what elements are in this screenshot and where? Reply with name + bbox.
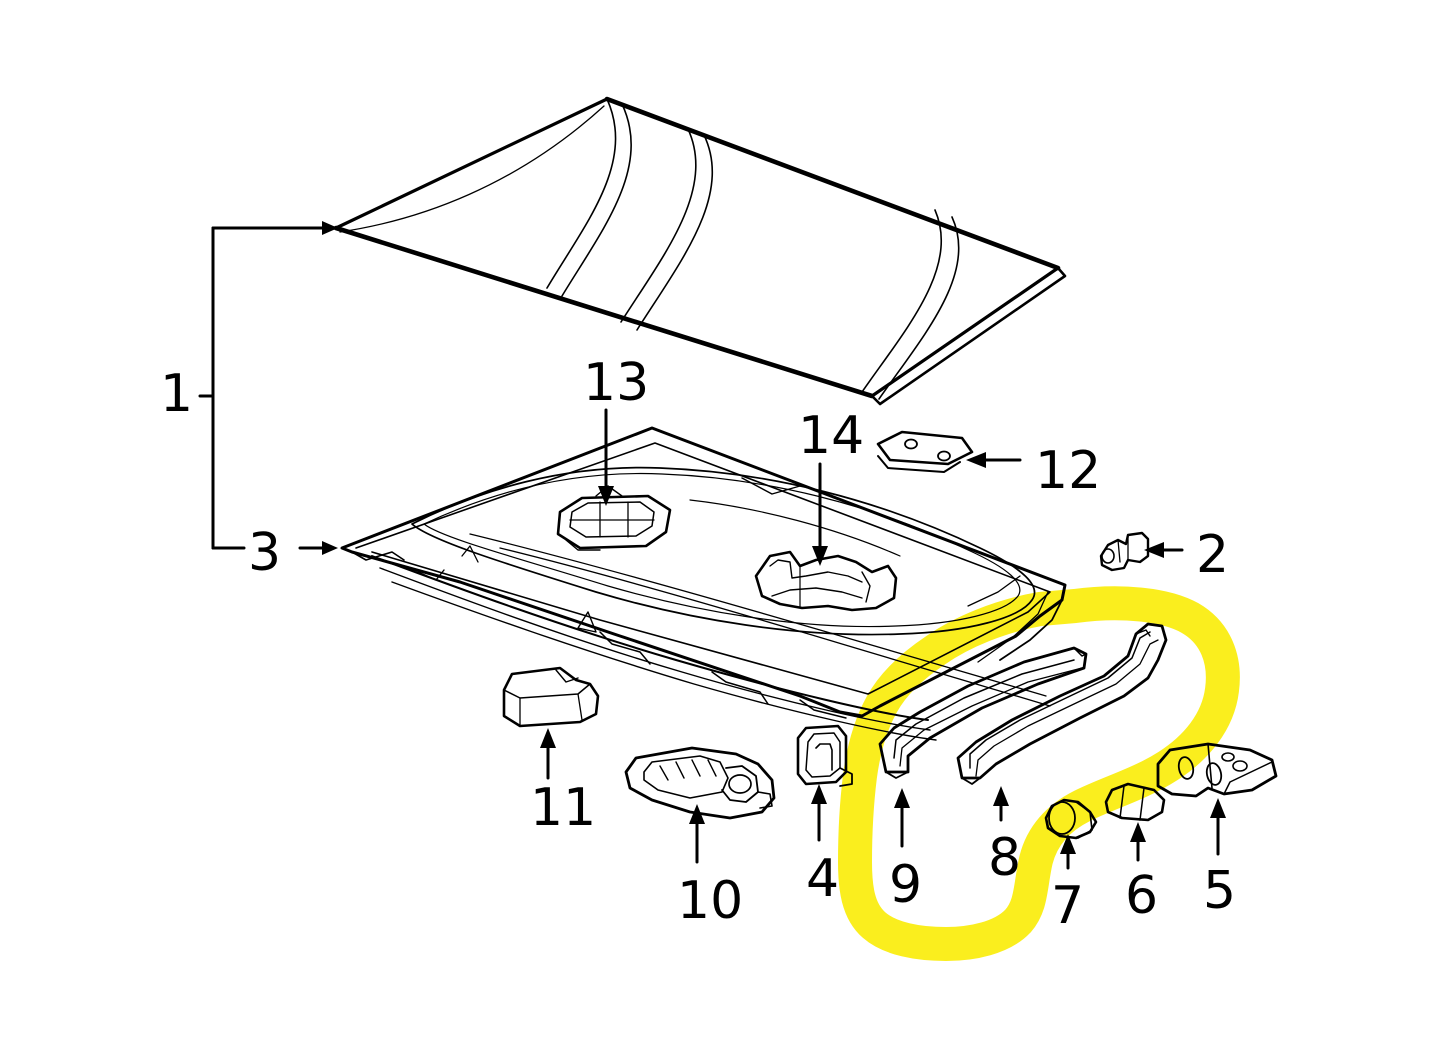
- callout-pointer-7: [1060, 834, 1076, 870]
- callout-label-7[interactable]: 7: [1051, 876, 1085, 936]
- callout-pointer-5: [1210, 798, 1226, 856]
- part-sun-visor-support: [502, 666, 600, 728]
- callout-pointer-9: [894, 788, 910, 848]
- callout-label-1[interactable]: 1: [160, 364, 194, 424]
- callout-pointer-12: [966, 452, 1022, 468]
- part-roof-panel: [333, 96, 1067, 406]
- part-bracket-retainer: [754, 550, 898, 612]
- callout-pointer-4: [811, 784, 827, 842]
- part-mounting-bracket: [1156, 742, 1278, 798]
- callout-label-5[interactable]: 5: [1203, 861, 1237, 921]
- callout-pointer-11: [540, 728, 556, 780]
- part-assist-grab-handle: [624, 746, 776, 820]
- callout-label-3[interactable]: 3: [248, 523, 282, 583]
- callout-label-13[interactable]: 13: [583, 353, 650, 413]
- callout-label-9[interactable]: 9: [889, 855, 923, 915]
- callout-label-4[interactable]: 4: [806, 849, 840, 909]
- part-roof-rail-molding-outer: [878, 646, 1088, 779]
- callout-pointer-6: [1130, 822, 1146, 862]
- callout-label-12[interactable]: 12: [1035, 441, 1102, 501]
- callout-label-10[interactable]: 10: [677, 871, 744, 931]
- callout-label-14[interactable]: 14: [798, 406, 865, 466]
- part-roof-rail-molding-inner: [956, 622, 1168, 785]
- callout-pointer-14: [812, 462, 828, 566]
- callout-label-6[interactable]: 6: [1125, 866, 1159, 926]
- callout-pointer-13: [598, 408, 614, 506]
- part-dome-lamp-housing: [556, 485, 672, 551]
- part-trim-clip: [1104, 782, 1166, 822]
- part-retainer-clip: [1099, 531, 1150, 572]
- callout-pointer-2: [1144, 542, 1184, 558]
- part-reinforcement-plate: [876, 430, 974, 473]
- callout-label-8[interactable]: 8: [988, 828, 1022, 888]
- callout-label-2[interactable]: 2: [1196, 525, 1230, 585]
- callout-label-11[interactable]: 11: [530, 778, 597, 838]
- callout-pointer-10: [689, 804, 705, 864]
- part-stud-plug: [1044, 798, 1098, 840]
- part-coat-hook: [796, 724, 853, 787]
- callout-pointer-8: [993, 786, 1009, 822]
- callout-bracket-1-3: [198, 221, 338, 555]
- part-roof-headliner-frame: [340, 426, 1067, 741]
